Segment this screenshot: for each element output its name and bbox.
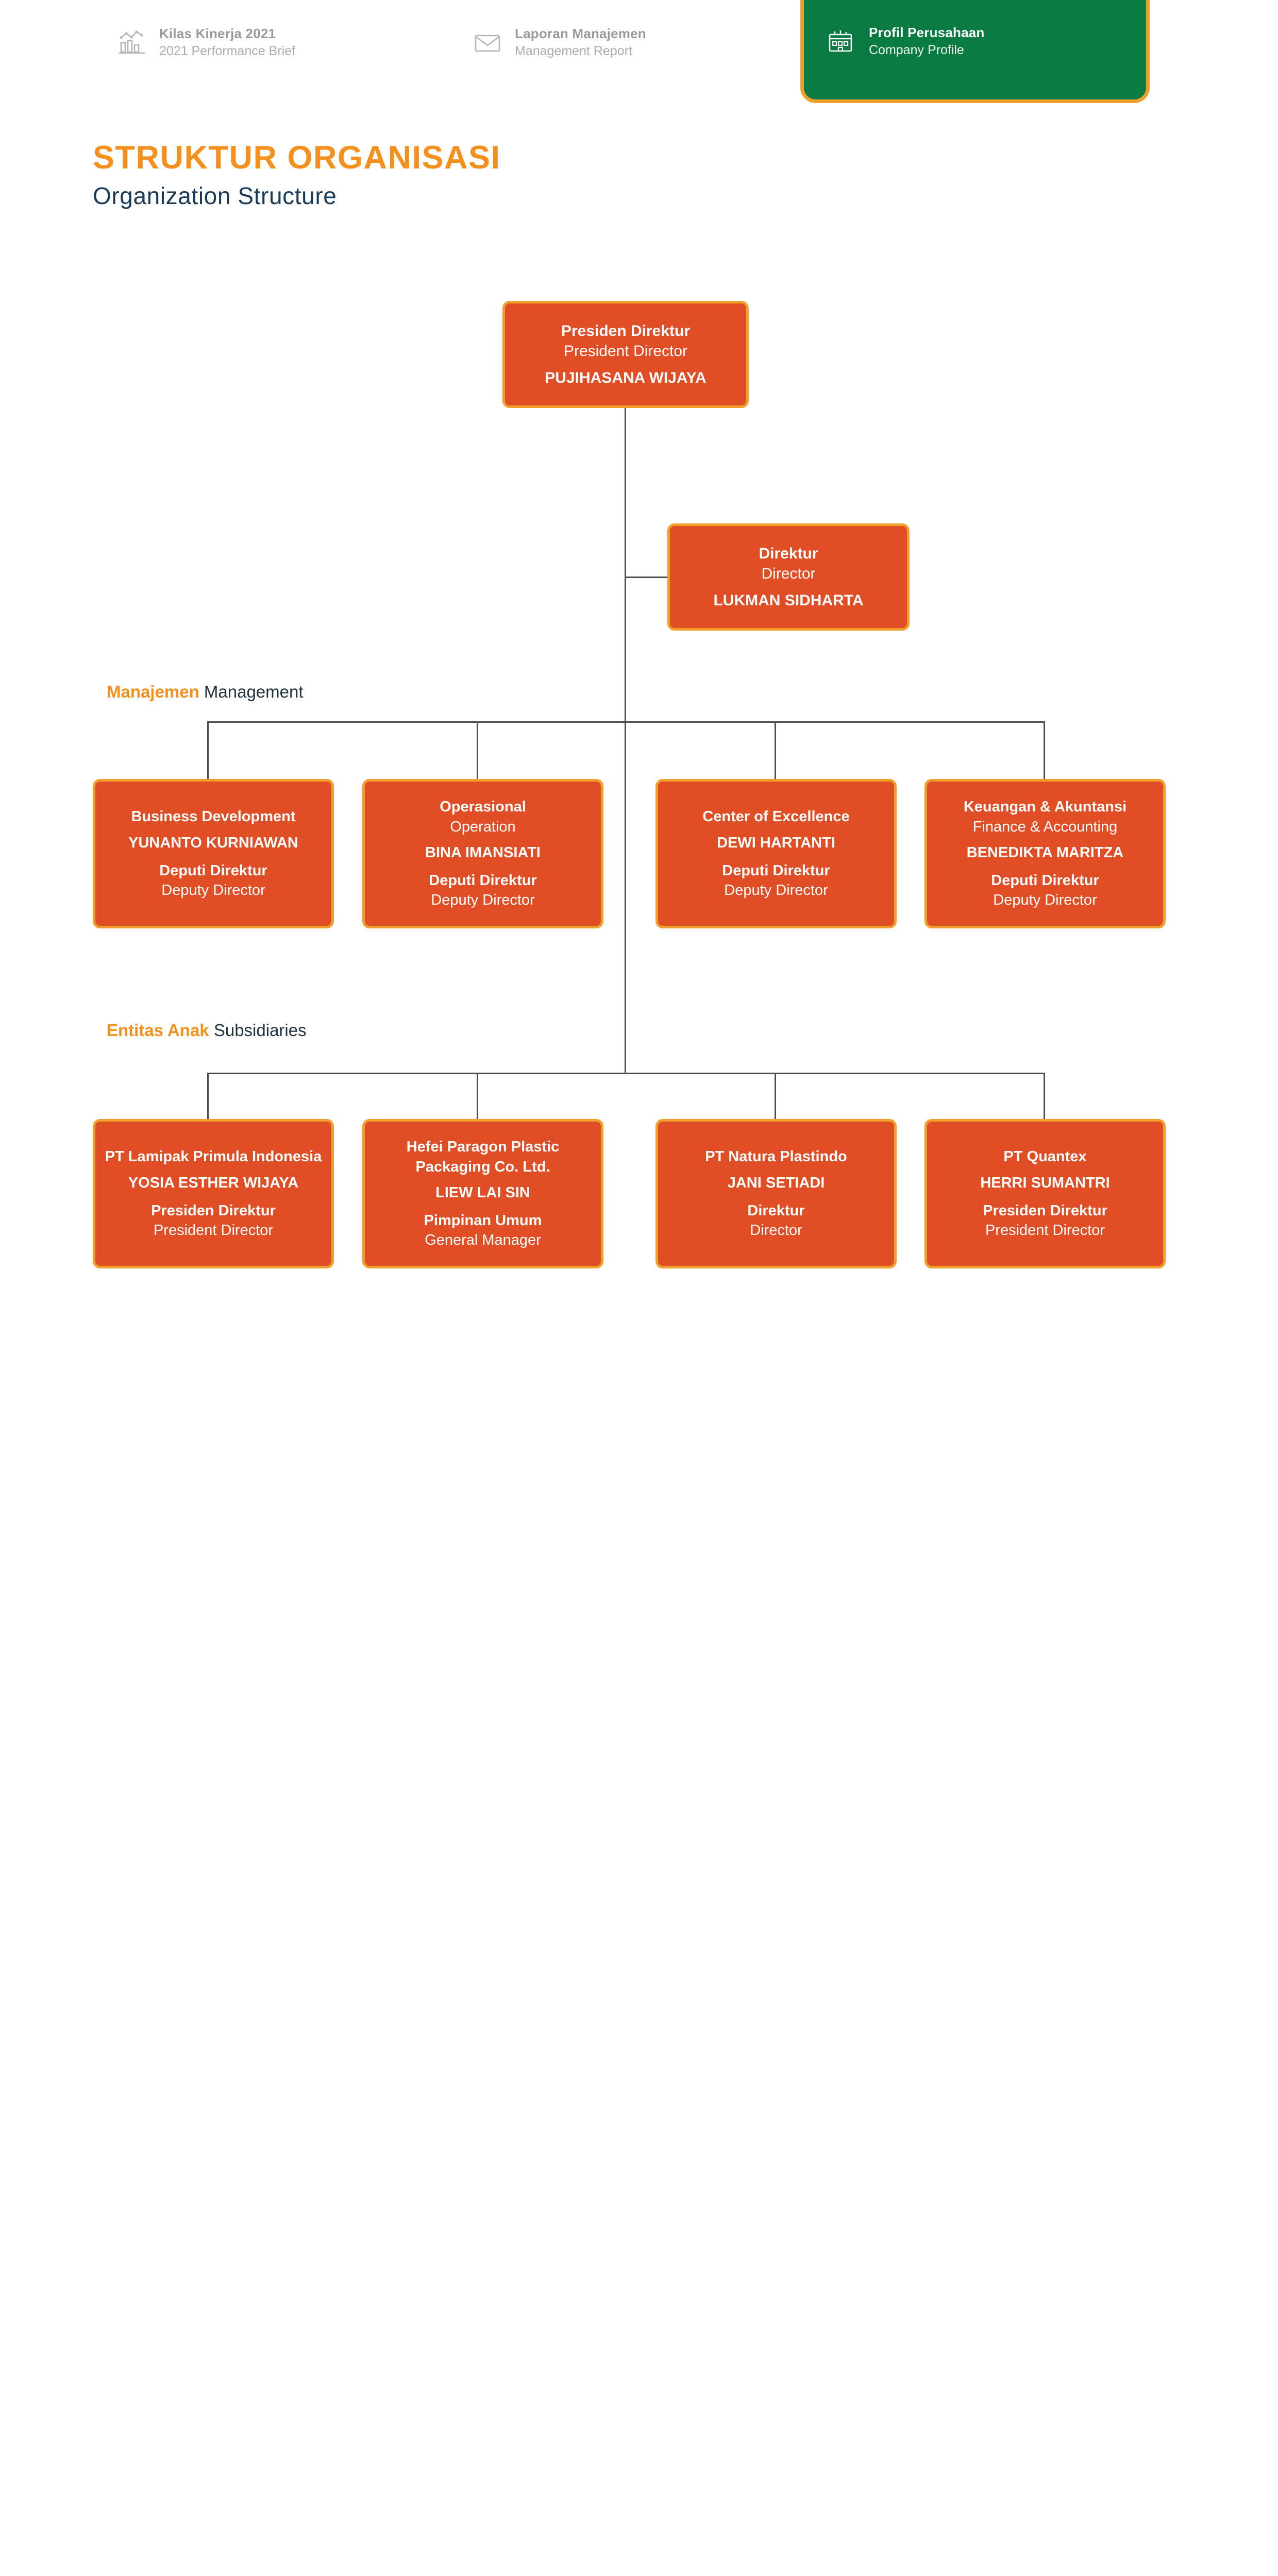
org-node-director[interactable]: Direktur Director LUKMAN SIDHARTA — [667, 523, 910, 631]
tab-performance-brief[interactable]: Kilas Kinerja 2021 2021 Performance Brie… — [116, 25, 295, 60]
tab-label-id: Kilas Kinerja 2021 — [159, 26, 276, 41]
page-title: STRUKTUR ORGANISASI Organization Structu… — [93, 140, 501, 209]
connector-management-bus — [207, 721, 1045, 723]
section-heading-en: Subsidiaries — [213, 1021, 307, 1040]
envelope-icon — [472, 26, 503, 58]
node-unit-id: PT Quantex — [1003, 1148, 1087, 1165]
node-title-id: Pimpinan Umum — [424, 1212, 542, 1229]
section-tab-bar: Kilas Kinerja 2021 2021 Performance Brie… — [0, 0, 1278, 103]
connector-subsidiaries-bus — [207, 1073, 1045, 1074]
node-role-id: Direktur — [759, 545, 818, 562]
node-person-name: YUNANTO KURNIAWAN — [128, 834, 298, 851]
node-unit-id: PT Lamipak Primula Indonesia — [105, 1148, 322, 1165]
connector-spine — [625, 408, 626, 1073]
node-unit-id: Keuangan & Akuntansi — [963, 799, 1127, 816]
org-node-hefei-paragon-plastic-packaging[interactable]: Hefei Paragon Plastic Packaging Co. Ltd.… — [362, 1119, 603, 1268]
section-heading-en: Management — [204, 682, 304, 701]
connector-subsidiaries-drop-4 — [1044, 1073, 1045, 1119]
node-title-en: President Director — [153, 1222, 274, 1239]
connector-to-director — [625, 577, 668, 578]
node-person-name: YOSIA ESTHER WIJAYA — [128, 1174, 299, 1191]
tab-label-en: Management Report — [515, 44, 632, 59]
page-title-id: STRUKTUR ORGANISASI — [93, 140, 501, 176]
tab-label-en: 2021 Performance Brief — [159, 44, 296, 59]
node-role-en: Director — [761, 565, 816, 583]
section-heading-management: Manajemen Management — [107, 682, 304, 701]
connector-subsidiaries-drop-1 — [207, 1073, 209, 1119]
node-title-en: Director — [750, 1222, 802, 1239]
tab-management-report[interactable]: Laporan Manajemen Management Report — [472, 25, 646, 60]
page-footer: 40 PT Berlina Tbk Laporan Tahunan 2021 A… — [0, 1704, 1278, 1807]
factory-icon — [825, 25, 856, 57]
node-unit-id: Hefei Paragon Plastic Packaging Co. Ltd. — [406, 1139, 560, 1175]
tab-label-id: Laporan Manajemen — [515, 26, 646, 41]
node-title-en: General Manager — [425, 1232, 541, 1249]
node-unit-id: Business Development — [131, 808, 296, 825]
section-heading-subsidiaries: Entitas Anak Subsidiaries — [107, 1021, 307, 1040]
node-title-id: Deputi Direktur — [429, 872, 537, 889]
node-person-name: LIEW LAI SIN — [435, 1184, 530, 1201]
tab-label-id: Profil Perusahaan — [869, 24, 985, 40]
node-unit-id: Center of Excellence — [702, 808, 850, 825]
org-node-natura-plastindo[interactable]: PT Natura Plastindo JANI SETIADI Direktu… — [655, 1119, 897, 1268]
node-person-name: LUKMAN SIDHARTA — [713, 591, 864, 609]
connector-subsidiaries-drop-3 — [775, 1073, 776, 1119]
node-title-id: Deputi Direktur — [991, 872, 1099, 889]
node-person-name: HERRI SUMANTRI — [980, 1174, 1110, 1191]
page-title-en: Organization Structure — [93, 182, 337, 210]
node-person-name: BINA IMANSIATI — [425, 844, 541, 861]
node-title-id: Presiden Direktur — [151, 1202, 276, 1219]
node-title-id: Deputi Direktur — [159, 862, 267, 879]
node-unit-id: Operasional — [440, 799, 526, 816]
connector-management-drop-1 — [207, 721, 209, 779]
node-role-en: President Director — [563, 343, 688, 360]
node-title-en: Deputy Director — [993, 892, 1097, 909]
connector-management-drop-3 — [775, 721, 776, 779]
org-node-lamipak-primula-indonesia[interactable]: PT Lamipak Primula Indonesia YOSIA ESTHE… — [93, 1119, 334, 1268]
bar-chart-icon — [116, 26, 148, 58]
tab-label-en: Company Profile — [869, 42, 964, 57]
org-node-president-director[interactable]: Presiden Direktur President Director PUJ… — [502, 301, 749, 408]
node-unit-en: Finance & Accounting — [972, 818, 1118, 835]
node-person-name: DEWI HARTANTI — [717, 834, 835, 851]
node-title-id: Deputi Direktur — [722, 862, 830, 879]
node-person-name: JANI SETIADI — [727, 1174, 825, 1191]
tab-company-profile[interactable]: Profil Perusahaan Company Profile — [800, 0, 1150, 103]
connector-management-drop-2 — [477, 721, 478, 779]
org-node-operation[interactable]: Operasional Operation BINA IMANSIATI Dep… — [362, 779, 603, 928]
node-unit-id: PT Natura Plastindo — [705, 1148, 847, 1165]
connector-subsidiaries-drop-2 — [477, 1073, 478, 1119]
node-person-name: PUJIHASANA WIJAYA — [545, 369, 707, 386]
node-unit-en: Operation — [450, 818, 516, 835]
node-title-id: Presiden Direktur — [983, 1202, 1107, 1219]
node-title-en: Deputy Director — [431, 892, 535, 909]
org-node-quantex[interactable]: PT Quantex HERRI SUMANTRI Presiden Direk… — [924, 1119, 1166, 1268]
node-title-en: Deputy Director — [161, 882, 265, 899]
org-node-business-development[interactable]: Business Development YUNANTO KURNIAWAN D… — [93, 779, 334, 928]
section-heading-id: Manajemen — [107, 682, 199, 701]
connector-management-drop-4 — [1044, 721, 1045, 779]
org-node-finance-accounting[interactable]: Keuangan & Akuntansi Finance & Accountin… — [924, 779, 1166, 928]
node-title-en: Deputy Director — [724, 882, 828, 899]
org-node-center-of-excellence[interactable]: Center of Excellence DEWI HARTANTI Deput… — [655, 779, 897, 928]
node-title-id: Direktur — [747, 1202, 805, 1219]
node-title-en: President Director — [985, 1222, 1105, 1239]
section-heading-id: Entitas Anak — [107, 1021, 209, 1040]
node-role-id: Presiden Direktur — [561, 322, 691, 340]
node-person-name: BENEDIKTA MARITZA — [966, 844, 1124, 861]
